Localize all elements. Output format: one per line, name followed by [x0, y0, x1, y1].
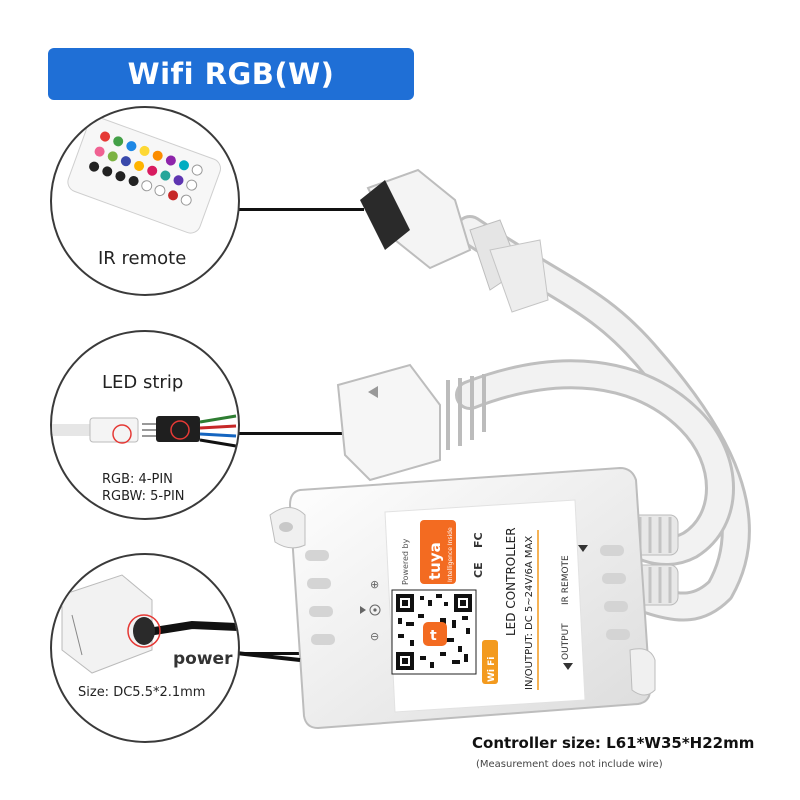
dc-power-cable [235, 651, 301, 662]
tuya-sub-text: Intelligence Inside [447, 527, 454, 582]
svg-text:⊖: ⊖ [370, 630, 379, 643]
tuya-brand-text: tuya [426, 542, 444, 580]
svg-text:t: t [430, 628, 437, 644]
dc-plug-cable [141, 620, 238, 637]
adapter-body [61, 574, 153, 674]
led-strip-illustration [52, 414, 237, 448]
power-jack-illustration [61, 574, 238, 674]
power-size-text: Size: DC5.5*2.1mm [78, 685, 206, 700]
wifi-text: Wi Fi [487, 657, 497, 682]
ir-receiver-head [360, 168, 549, 313]
product-name: LED CONTROLLER [504, 527, 518, 636]
power-callout: power Size: DC5.5*2.1mm [50, 553, 240, 743]
ir-remote-illustration [67, 116, 221, 234]
power-label: power [173, 649, 233, 669]
ir-remote-callout: IR remote [50, 106, 240, 296]
rgb-pin-text: RGB: 4-PIN [102, 472, 173, 487]
tuya-badge [420, 520, 456, 584]
measurement-note: (Measurement does not include wire) [476, 759, 663, 770]
strip-leader-line [236, 432, 348, 435]
led-strip-callout: LED strip RGB: 4-PIN RGBW: 5-PIN [50, 330, 240, 520]
ce-mark: CE [472, 562, 485, 578]
fc-mark: FC [472, 532, 485, 548]
ir-leader-line [236, 208, 364, 211]
tuya-app-icon [423, 622, 447, 646]
power-leader-line [236, 652, 306, 655]
title-badge: Wifi RGB(W) Controller [48, 48, 414, 143]
svg-text:⊕: ⊕ [370, 578, 379, 591]
wifi-badge [482, 640, 498, 684]
powered-by-text: Powered by [401, 538, 410, 585]
rgbw-pin-text: RGBW: 5-PIN [102, 489, 185, 504]
controller-plug [156, 416, 200, 442]
device-sticker: t Powered by tuya Intelligence Inside CE… [384, 499, 588, 713]
ir-remote-label: IR remote [98, 248, 187, 269]
remote-body [67, 116, 221, 234]
led-socket-connector [336, 363, 486, 482]
port-ir-label: IR REMOTE [561, 555, 571, 605]
led-strip-label: LED strip [102, 372, 184, 393]
port-output-label: OUTPUT [561, 623, 571, 660]
product-spec: IN/OUTPUT: DC 5~24V/6A MAX [524, 536, 535, 690]
controller-size-text: Controller size: L61*W35*H22mm [472, 734, 755, 752]
